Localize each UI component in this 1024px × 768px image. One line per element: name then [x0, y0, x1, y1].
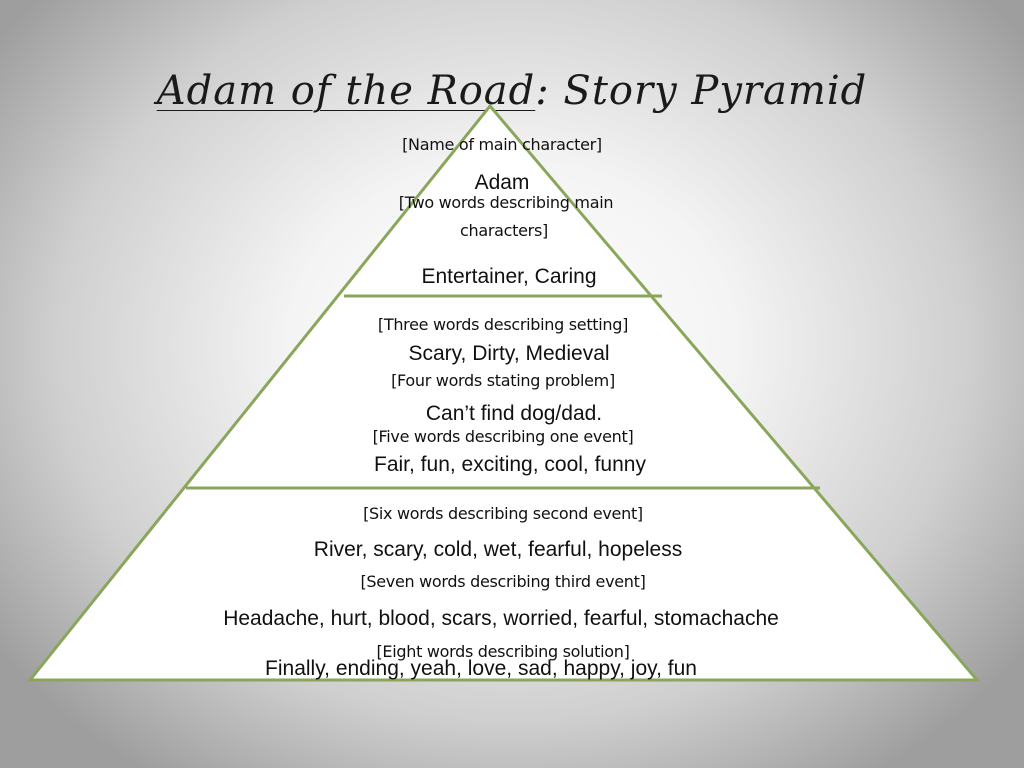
answer-first-event: Fair, fun, exciting, cool, funny [374, 453, 646, 476]
answer-solution: Finally, ending, yeah, love, sad, happy,… [265, 657, 697, 680]
prompt-setting: [Three words describing setting] [377, 315, 629, 334]
prompt-main-character: [Name of main character] [402, 135, 602, 154]
answer-third-event: Headache, hurt, blood, scars, worried, f… [223, 607, 779, 630]
title-rest-part: : Story Pyramid [535, 68, 868, 114]
prompt-second-event: [Six words describing second event] [363, 504, 643, 523]
answer-second-event: River, scary, cold, wet, fearful, hopele… [313, 538, 683, 561]
answer-main-character: Adam [474, 171, 530, 194]
prompt-first-event: [Five words describing one event] [372, 427, 634, 446]
prompt-problem: [Four words stating problem] [391, 371, 615, 390]
answer-setting: Scary, Dirty, Medieval [408, 342, 610, 365]
title-underlined-part: Adam of the Road [156, 68, 536, 114]
answer-problem: Can’t find dog/dad. [425, 402, 603, 425]
prompt-character-words-line2: characters] [460, 221, 548, 240]
slide-title: Adam of the Road: Story Pyramid [0, 68, 1024, 114]
pyramid-triangle [26, 103, 981, 682]
answer-character-words: Entertainer, Caring [421, 265, 597, 288]
prompt-third-event: [Seven words describing third event] [360, 572, 646, 591]
prompt-solution: [Eight words describing solution] [376, 642, 630, 661]
prompt-character-words-line1: [Two words describing main [398, 193, 614, 212]
